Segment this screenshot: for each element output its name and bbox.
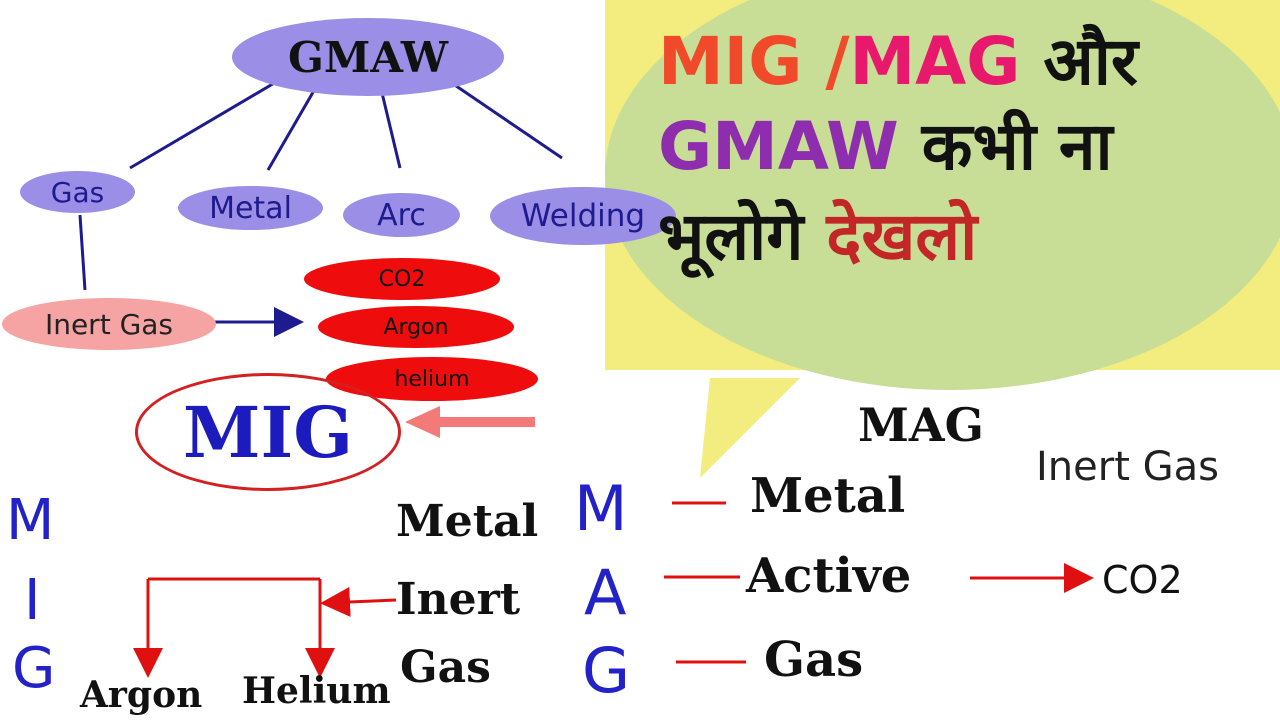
mig-title-ring: MIG [135, 373, 401, 491]
headline-dekhlo: देखलो [826, 198, 978, 275]
welding-oval: Welding [490, 187, 676, 245]
mag-subtitle: Inert Gas [1036, 444, 1219, 490]
arc-label: Arc [377, 197, 426, 233]
gmaw-to-welding-line [439, 73, 563, 160]
mag-co2: CO2 [1102, 558, 1183, 602]
mig-big-arrow-head [405, 406, 440, 438]
co2-label: CO2 [378, 266, 426, 292]
mig-word-inert: Inert [396, 574, 521, 625]
mag-word-gas: Gas [764, 632, 864, 688]
headline: MIG /MAG और GMAW कभी ना भूलोगे देखलो [658, 22, 1258, 282]
bubble-green-oval [605, 0, 1280, 390]
mag-word-metal: Metal [750, 468, 906, 524]
gmaw-to-gas-line [129, 70, 294, 170]
inert-to-bracket-arrow [320, 586, 397, 617]
mag-letter-m: M [574, 472, 628, 545]
headline-aur: और [1020, 23, 1138, 100]
headline-line-2: GMAW कभी ना [658, 102, 1258, 192]
mig-word-metal: Metal [396, 496, 539, 547]
gas-to-inert-line [78, 214, 87, 291]
headline-kabhi-na: कभी ना [898, 108, 1113, 185]
headline-gmaw: GMAW [658, 108, 899, 185]
argon-label: Argon [383, 314, 449, 340]
inert-gas-label: Inert Gas [44, 307, 174, 341]
metal-oval: Metal [178, 186, 323, 230]
mig-letter-i: I [24, 568, 41, 633]
inert-gas-oval: Inert Gas [2, 298, 216, 350]
mig-letter-m: M [6, 488, 55, 553]
gas-oval: Gas [20, 171, 135, 213]
helium-label: helium [394, 366, 470, 392]
mag-title: MAG [858, 398, 984, 452]
headline-mag: MAG [849, 23, 1021, 100]
mag-word-active: Active [746, 548, 912, 604]
headline-line-3: भूलोगे देखलो [658, 192, 1258, 282]
gas-label: Gas [50, 175, 105, 209]
argon-oval: Argon [318, 306, 514, 348]
headline-line-1: MIG /MAG और [658, 22, 1258, 102]
metal-label: Metal [209, 190, 292, 226]
headline-mig: MIG / [658, 23, 850, 100]
mig-letter-g: G [12, 636, 56, 701]
headline-bhuloge: भूलोगे [658, 198, 827, 275]
gmaw-root-oval: GMAW [232, 18, 504, 96]
mig-title: MIG [182, 390, 353, 474]
mig-gas-argon: Argon [80, 674, 203, 716]
mag-letter-a: A [584, 556, 627, 629]
arc-oval: Arc [343, 193, 460, 237]
co2-oval: CO2 [304, 258, 500, 300]
mag-letter-g: G [582, 634, 631, 707]
gmaw-root-label: GMAW [287, 32, 449, 82]
mig-gas-helium: Helium [242, 670, 391, 712]
mig-word-gas: Gas [400, 642, 491, 693]
welding-label: Welding [520, 198, 646, 234]
